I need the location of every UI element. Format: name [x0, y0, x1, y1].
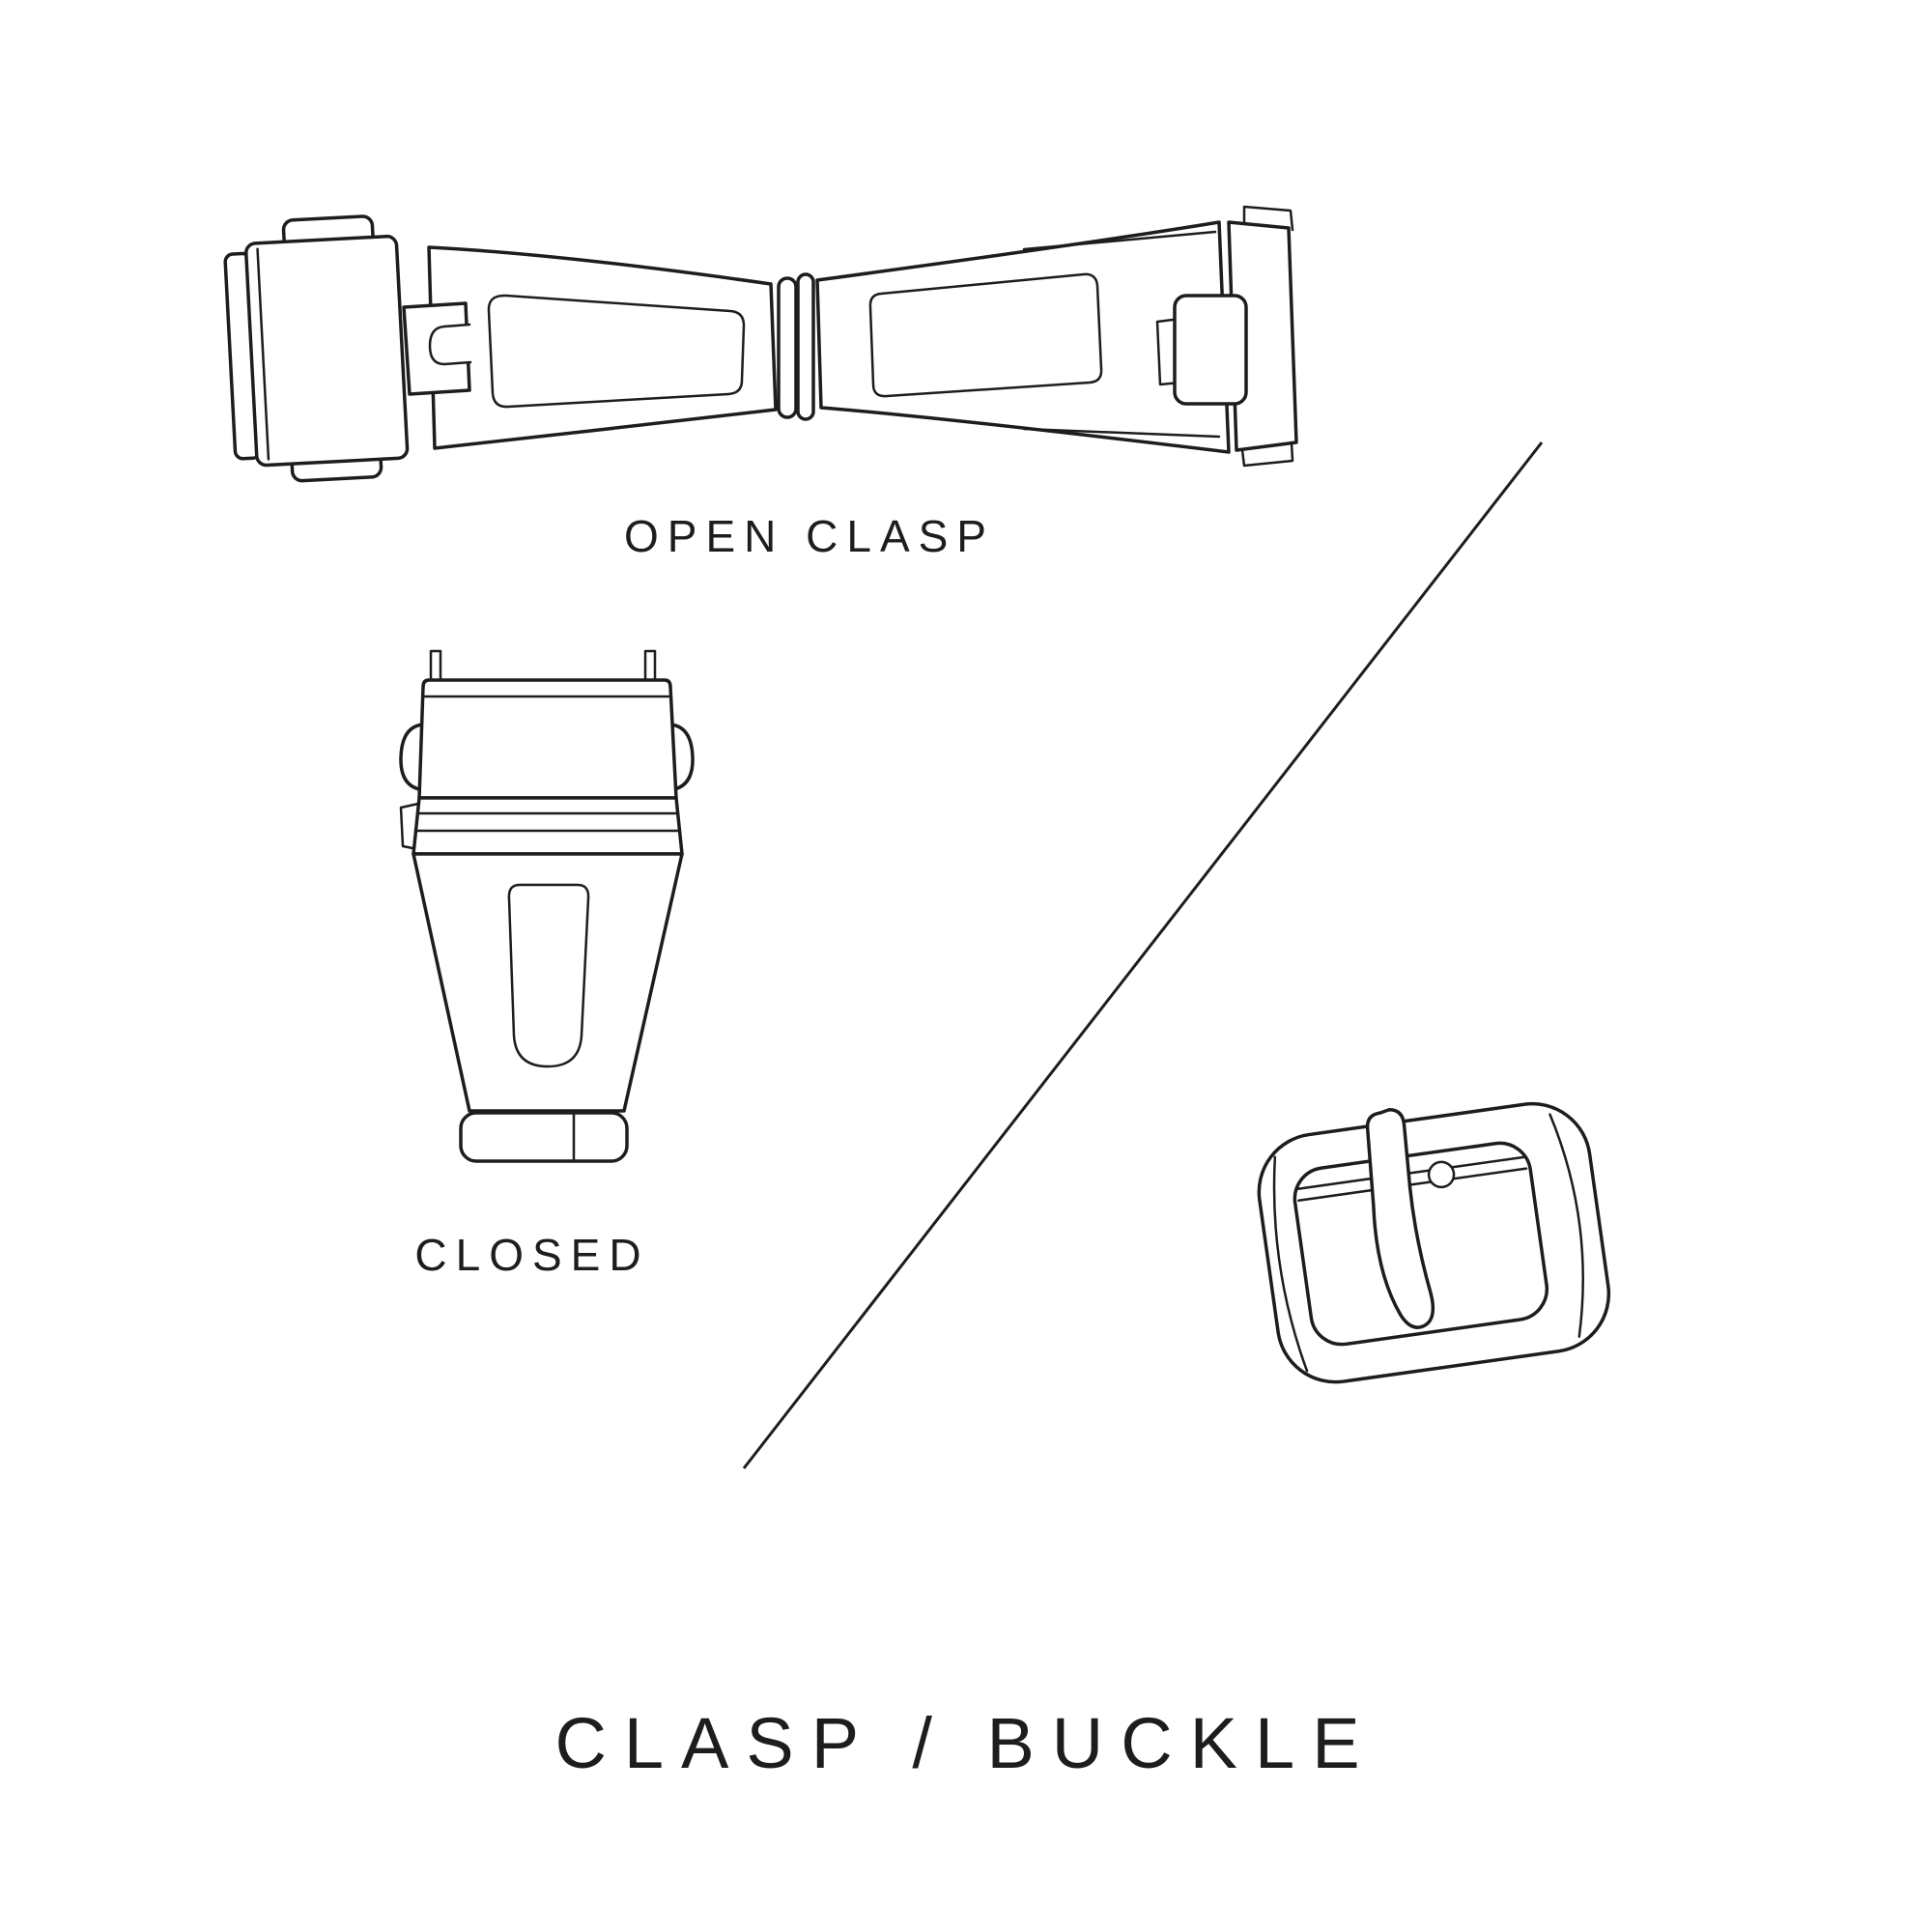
right-arm-bottom-edge-line — [1022, 427, 1221, 439]
open-clasp-label: OPEN CLASP — [624, 511, 995, 561]
left-arm-outline — [427, 245, 778, 450]
clasp-body — [412, 852, 684, 1113]
right-end-bottom-lip — [1240, 440, 1294, 468]
right-arm-top-edge-line — [1022, 230, 1217, 251]
diagonal-divider-line — [742, 441, 1544, 1469]
closed-clasp-illustration — [399, 649, 695, 1163]
left-arm-window — [487, 294, 746, 409]
connector-notch — [428, 323, 472, 366]
right-end-top-lip — [1242, 205, 1294, 232]
hinge-bar-right — [796, 272, 815, 421]
body-slot — [507, 883, 590, 1068]
right-arm-window — [868, 272, 1103, 398]
fold-over-block — [223, 214, 410, 483]
spring-bar-top — [1295, 1155, 1526, 1191]
open-clasp-illustration — [223, 205, 1298, 483]
hinge-bar-left — [777, 276, 798, 419]
buckle-left-depth-line — [1272, 1155, 1309, 1373]
bottom-bar — [459, 1111, 629, 1163]
buckle-illustration — [1257, 1101, 1611, 1384]
spring-bar-bottom — [1297, 1167, 1528, 1202]
buckle-tongue — [1365, 1107, 1435, 1329]
pin-loop — [1427, 1160, 1456, 1189]
buckle-right-depth-line — [1548, 1113, 1584, 1338]
cover-plate — [417, 678, 678, 800]
page-title: CLASP / BUCKLE — [554, 1703, 1378, 1783]
band-section — [412, 796, 684, 856]
closed-label: CLOSED — [414, 1230, 650, 1280]
keeper — [1173, 294, 1248, 406]
